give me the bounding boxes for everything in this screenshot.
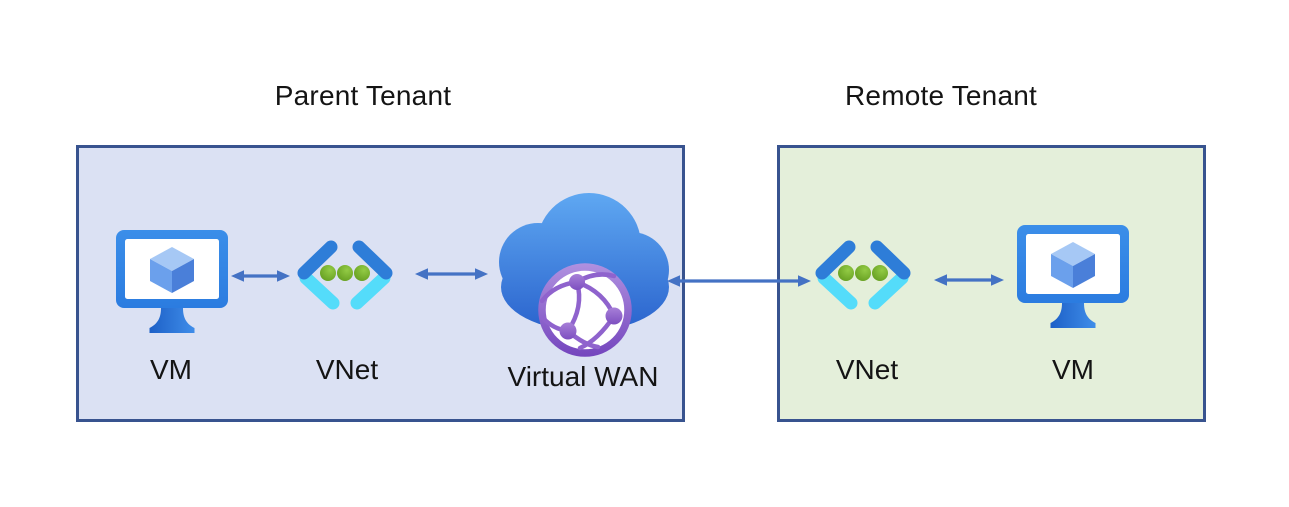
vnet-label-remote: VNet [835, 354, 899, 385]
virtual-wan-label: Virtual WAN [507, 361, 659, 392]
arrow-vm-vnet-parent [231, 270, 290, 282]
remote-tenant-title: Remote Tenant [845, 80, 1037, 111]
virtual-network-icon [297, 240, 393, 310]
virtual-machine-icon [116, 230, 228, 333]
arrow-vnet-vm-remote [934, 274, 1004, 286]
arrow-vnet-wan-parent [415, 268, 488, 280]
virtual-wan-icon [499, 193, 669, 357]
parent-tenant-title: Parent Tenant [274, 80, 452, 111]
virtual-network-icon [815, 240, 911, 310]
vnet-label-parent: VNet [315, 354, 379, 385]
arrow-wan-vnet-cross-tenant [667, 275, 811, 287]
vm-label-remote: VM [1052, 354, 1094, 385]
vm-label-parent: VM [150, 354, 192, 385]
virtual-machine-icon [1017, 225, 1129, 328]
